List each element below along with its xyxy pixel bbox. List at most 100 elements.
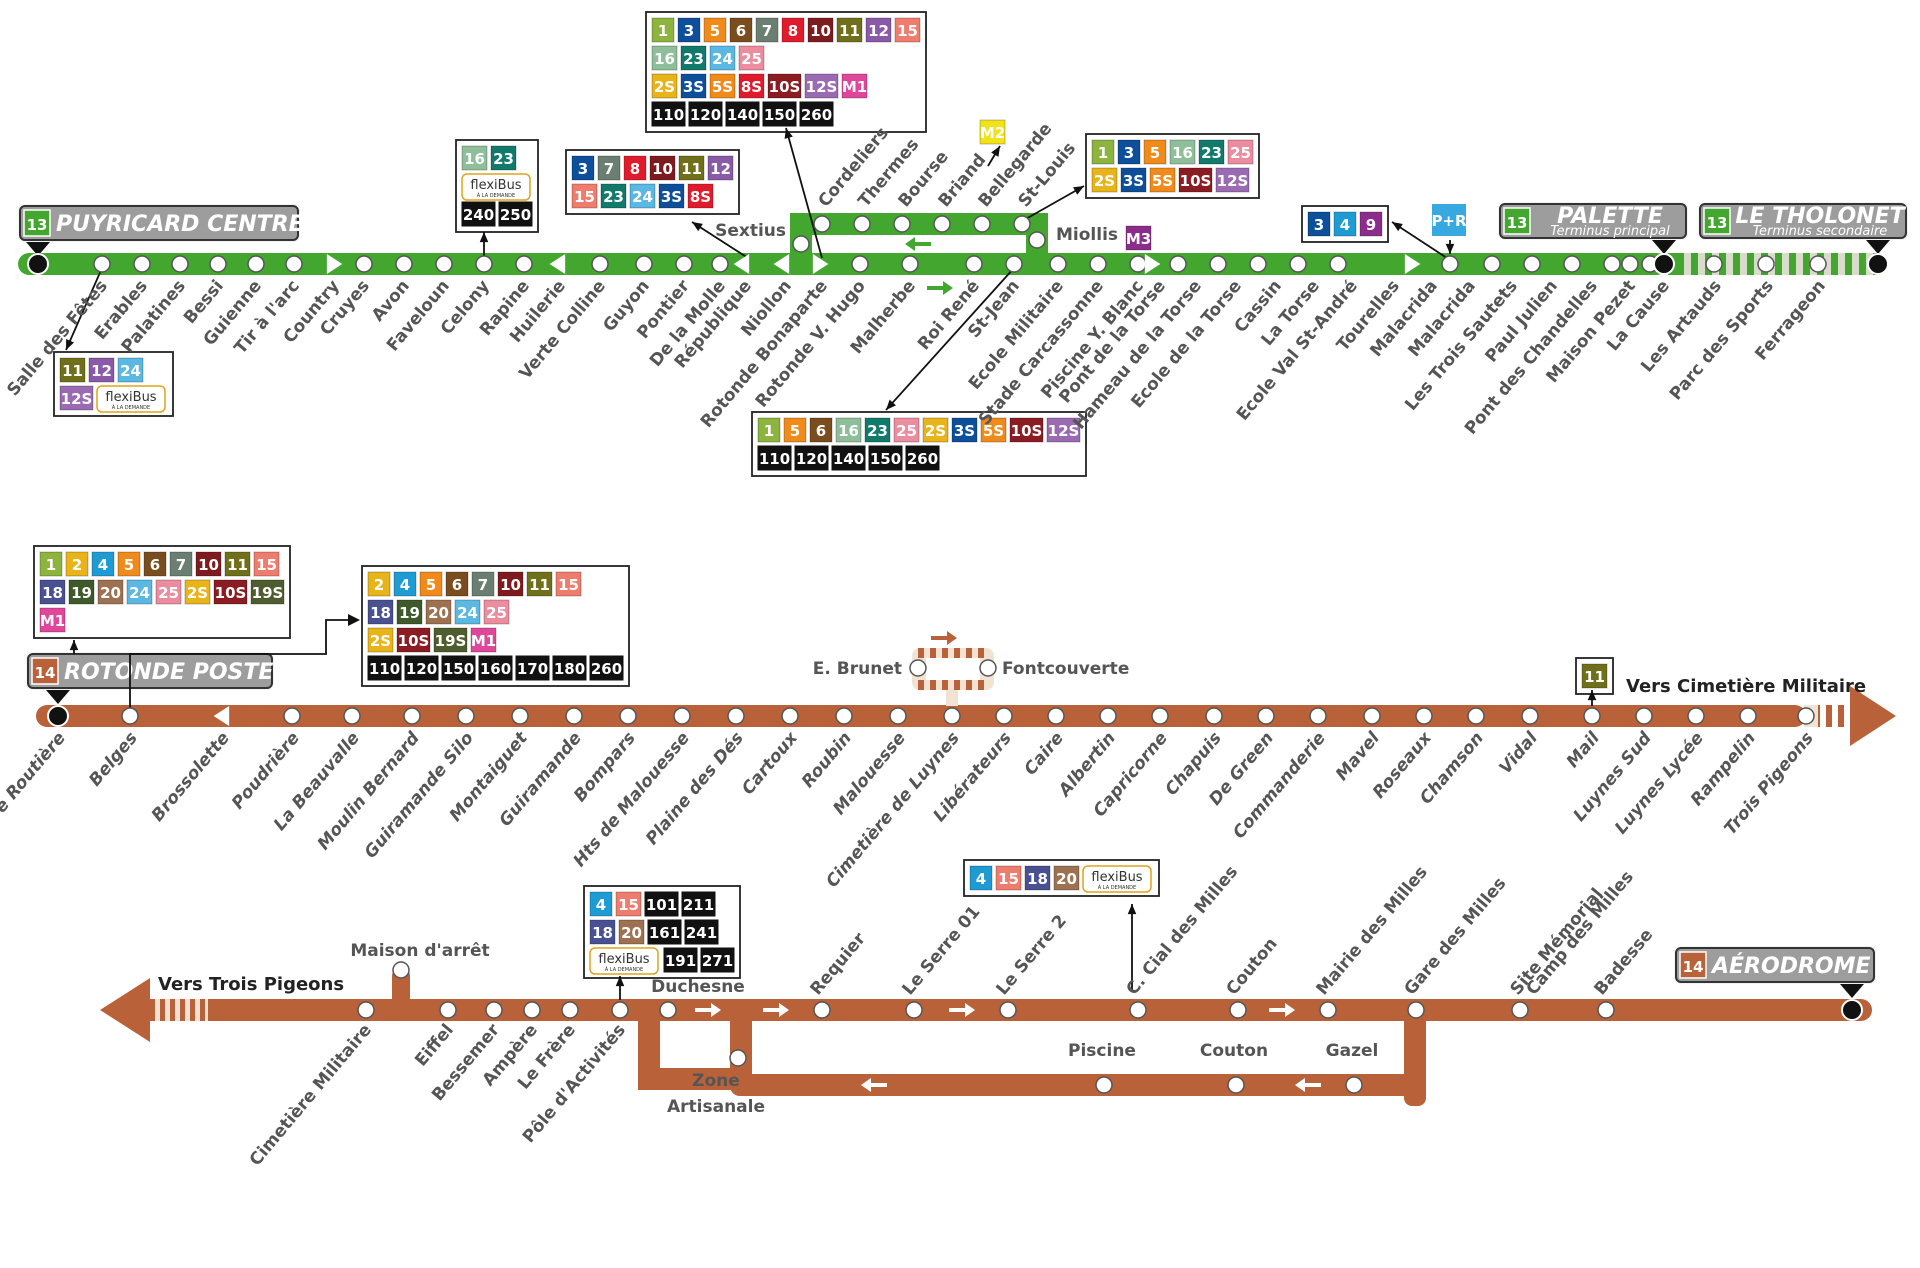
station-la-torse[interactable]	[1289, 255, 1307, 273]
station-mairie-des-milles[interactable]	[1319, 1001, 1337, 1019]
station-montaiguet[interactable]	[511, 707, 529, 725]
station-albertin[interactable]	[1099, 707, 1117, 725]
station-roi-rene[interactable]	[965, 255, 983, 273]
route-badge-1[interactable]: 1	[651, 17, 675, 43]
route-badge-15[interactable]: 15	[894, 17, 921, 43]
route-badge-110[interactable]: 110	[757, 445, 792, 471]
route-badge-4[interactable]: 4	[1333, 211, 1357, 237]
station-pontier[interactable]	[675, 255, 693, 273]
route-badge-23[interactable]: 23	[680, 45, 707, 71]
station-la-cause[interactable]	[1621, 255, 1639, 273]
route-badge-120[interactable]: 120	[794, 445, 829, 471]
route-badge-12s[interactable]: 12S	[804, 73, 839, 99]
route-badge-19s[interactable]: 19S	[250, 579, 285, 605]
station-cimetiere-militaire[interactable]	[357, 1001, 375, 1019]
station-moulin-bernard[interactable]	[403, 707, 421, 725]
station-requier[interactable]	[813, 1001, 831, 1019]
route-badge-260[interactable]: 260	[905, 445, 940, 471]
station-parc-des-sports[interactable]	[1757, 255, 1775, 273]
route-badge-241[interactable]: 241	[684, 919, 719, 945]
route-badge-3[interactable]: 3	[1307, 211, 1331, 237]
route-badge-25[interactable]: 25	[893, 417, 920, 443]
route-badge-180[interactable]: 180	[552, 655, 587, 681]
station-bompars[interactable]	[619, 707, 637, 725]
station-malherbe[interactable]	[901, 255, 919, 273]
route-badge-10s[interactable]: 10S	[1009, 417, 1044, 443]
station-commanderie[interactable]	[1309, 707, 1327, 725]
station-pont-des-chandelles[interactable]	[1603, 255, 1621, 273]
route-badge-23[interactable]: 23	[1198, 139, 1225, 165]
route-badge-260[interactable]: 260	[799, 101, 834, 127]
route-badge-211[interactable]: 211	[681, 891, 716, 917]
station-gazel-loop[interactable]	[1345, 1076, 1363, 1094]
terminus-le-tholonet[interactable]	[1869, 255, 1887, 273]
station-piscine-y-blanc[interactable]	[1129, 255, 1147, 273]
route-badge-5s[interactable]: 5S	[1149, 167, 1176, 193]
route-badge-18[interactable]: 18	[589, 919, 616, 945]
route-badge-10s[interactable]: 10S	[213, 579, 248, 605]
route-badge-7[interactable]: 7	[169, 551, 193, 577]
route-badge-15[interactable]: 15	[615, 891, 642, 917]
route-badge-2s[interactable]: 2S	[922, 417, 949, 443]
station-hameau-de-la-torse[interactable]	[1169, 255, 1187, 273]
route-badge-11[interactable]: 11	[526, 571, 553, 597]
route-badge-m1[interactable]: M1	[841, 73, 868, 99]
route-badge-24[interactable]: 24	[126, 579, 153, 605]
route-badge-1[interactable]: 1	[1091, 139, 1115, 165]
station-sextius[interactable]	[792, 235, 810, 253]
station-ecole-militaire[interactable]	[1049, 255, 1067, 273]
route-badge-10[interactable]: 10	[195, 551, 222, 577]
station-salle-des-fetes[interactable]	[93, 255, 111, 273]
route-badge-m1[interactable]: M1	[470, 627, 497, 653]
terminus-rotonde-poste[interactable]	[49, 707, 67, 725]
route-badge-101[interactable]: 101	[644, 891, 679, 917]
route-badge-16[interactable]: 16	[651, 45, 678, 71]
station-roseaux[interactable]	[1415, 707, 1433, 725]
station-verte-colline[interactable]	[591, 255, 609, 273]
route-badge-12s[interactable]: 12S	[59, 385, 94, 411]
route-badge-24[interactable]: 24	[709, 45, 736, 71]
terminus-puyricard-centre[interactable]	[29, 255, 47, 273]
route-badge-18[interactable]: 18	[367, 599, 394, 625]
station-bessemer[interactable]	[485, 1001, 503, 1019]
station-guyon[interactable]	[635, 255, 653, 273]
route-badge-3s[interactable]: 3S	[658, 183, 685, 209]
route-badge-150[interactable]: 150	[762, 101, 797, 127]
station-malacrida[interactable]	[1441, 255, 1459, 273]
station-luynes-sud[interactable]	[1635, 707, 1653, 725]
station-plaine-des-des[interactable]	[727, 707, 745, 725]
station-ferrageon[interactable]	[1809, 255, 1827, 273]
route-badge-12[interactable]: 12	[707, 155, 734, 181]
route-badge-2s[interactable]: 2S	[184, 579, 211, 605]
route-badge-9[interactable]: 9	[1359, 211, 1383, 237]
route-badge-16[interactable]: 16	[835, 417, 862, 443]
route-badge-20[interactable]: 20	[1053, 865, 1080, 891]
station-cordeliers[interactable]	[813, 215, 831, 233]
route-badge-260[interactable]: 260	[589, 655, 624, 681]
station-site-memorial-camp-des-milles[interactable]	[1511, 1001, 1529, 1019]
station-cartoux[interactable]	[781, 707, 799, 725]
route-badge-11[interactable]: 11	[678, 155, 705, 181]
route-badge-3s[interactable]: 3S	[951, 417, 978, 443]
terminus-aerodrome[interactable]	[1843, 1001, 1861, 1019]
route-badge-170[interactable]: 170	[515, 655, 550, 681]
station-badesse[interactable]	[1597, 1001, 1615, 1019]
route-badge-5[interactable]: 5	[419, 571, 443, 597]
station-caire[interactable]	[1047, 707, 1065, 725]
station-couton-loop[interactable]	[1227, 1076, 1245, 1094]
route-badge-120[interactable]: 120	[404, 655, 439, 681]
route-badge-6[interactable]: 6	[445, 571, 469, 597]
route-badge-5[interactable]: 5	[703, 17, 727, 43]
station-les-artauds[interactable]	[1705, 255, 1723, 273]
station-ecole-val-st-andre[interactable]	[1329, 255, 1347, 273]
route-badge-11[interactable]: 11	[1581, 663, 1608, 689]
route-badge-10[interactable]: 10	[497, 571, 524, 597]
station-guiramande[interactable]	[565, 707, 583, 725]
route-badge-10[interactable]: 10	[807, 17, 834, 43]
route-badge-191[interactable]: 191	[663, 947, 698, 973]
route-badge-12s[interactable]: 12S	[1046, 417, 1081, 443]
route-badge-7[interactable]: 7	[471, 571, 495, 597]
station-belges[interactable]	[121, 707, 139, 725]
